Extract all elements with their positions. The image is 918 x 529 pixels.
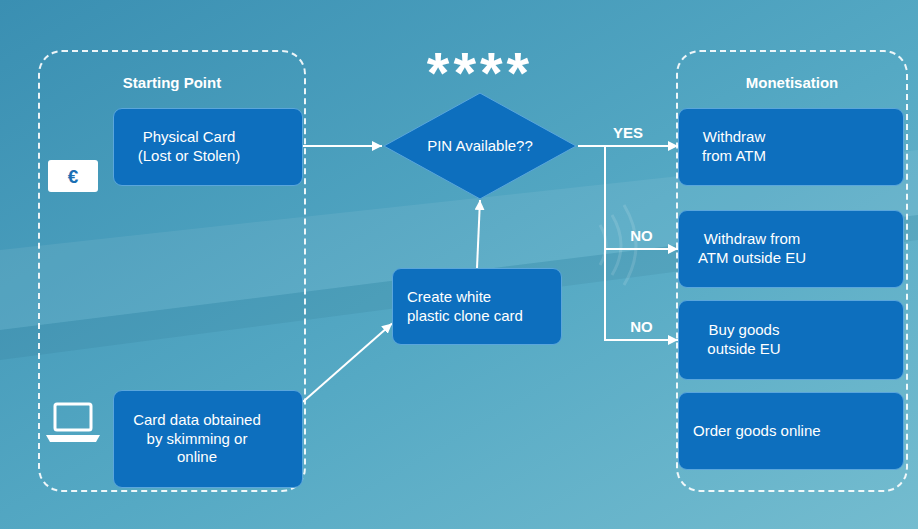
node-text: Physical Card (Lost or Stolen) — [128, 128, 250, 166]
node-text: Withdraw from ATM — [693, 128, 775, 166]
connector-arrow — [578, 146, 678, 249]
euro-symbol: € — [48, 160, 98, 192]
node-text: Card data obtained by skimming or online — [128, 411, 266, 467]
process-box: Physical Card (Lost or Stolen) — [113, 108, 303, 186]
diamond-outline — [384, 93, 576, 199]
card-icon — [48, 160, 98, 192]
branch-label: NO — [630, 318, 653, 336]
node-text: Withdraw from ATM outside EU — [693, 230, 811, 268]
process-box: Create white plastic clone card — [392, 268, 562, 345]
branch-label: NO — [630, 227, 653, 245]
connector-arrow — [303, 145, 382, 147]
connector-arrow — [477, 200, 480, 268]
node-text: Order goods online — [693, 422, 821, 441]
branch-label: YES — [613, 124, 643, 142]
pin-asterisks: **** — [380, 44, 580, 104]
group-heading: Monetisation — [678, 74, 906, 93]
connector-arrow — [303, 323, 392, 401]
group-heading: Starting Point — [40, 74, 304, 93]
node-text: PIN Available?? — [427, 137, 533, 156]
group-panel: Starting PointPhysical Card (Lost or Sto… — [38, 50, 306, 492]
laptop-base-icon — [46, 435, 100, 442]
node-text: Create white plastic clone card — [407, 288, 537, 326]
process-box: Card data obtained by skimming or online — [113, 390, 303, 488]
node-text: Buy goods outside EU — [693, 321, 795, 359]
process-box: Order goods online — [678, 392, 904, 470]
process-box: Withdraw from ATM outside EU — [678, 210, 904, 288]
process-box: Withdraw from ATM — [678, 108, 904, 186]
laptop-screen-icon — [55, 404, 91, 430]
process-box: Buy goods outside EU — [678, 300, 904, 380]
decision-diamond: PIN Available?? — [382, 92, 578, 200]
group-panel: MonetisationWithdraw from ATM Withdraw fr… — [676, 50, 908, 492]
connector-arrow — [578, 146, 678, 340]
